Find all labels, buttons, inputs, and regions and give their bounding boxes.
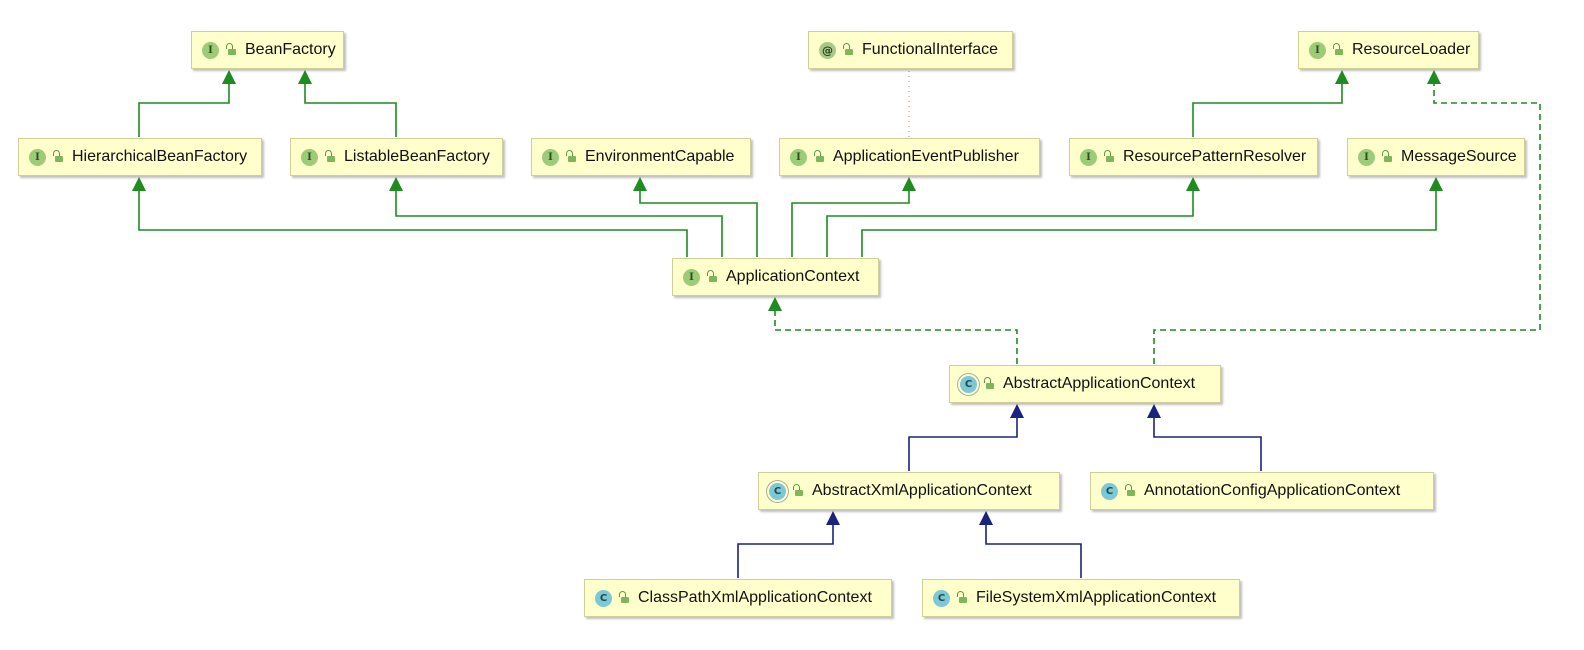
- class-node-hierarchical-bean-factory[interactable]: I HierarchicalBeanFactory: [18, 138, 262, 176]
- public-visibility-icon: [842, 43, 854, 57]
- public-visibility-icon: [324, 150, 336, 164]
- public-visibility-icon: [706, 270, 718, 284]
- class-node-label: ApplicationContext: [726, 268, 860, 285]
- arrowhead: [1186, 177, 1200, 191]
- class-node-label: ResourceLoader: [1352, 41, 1471, 58]
- interface-kind-icon: I: [683, 268, 700, 286]
- public-visibility-icon: [1381, 150, 1393, 164]
- arrowhead: [298, 70, 312, 84]
- class-node-application-context[interactable]: I ApplicationContext: [672, 258, 879, 296]
- arrowhead: [1147, 404, 1161, 418]
- public-visibility-icon: [792, 484, 804, 498]
- public-visibility-icon: [956, 591, 968, 605]
- class-node-label: EnvironmentCapable: [585, 148, 735, 165]
- edge-file-system-xml-application-context-to-abstract-xml-application-context: [979, 511, 1082, 578]
- class-node-message-source[interactable]: I MessageSource: [1347, 138, 1525, 176]
- public-visibility-icon: [1103, 150, 1115, 164]
- annotation-kind-icon: @: [819, 41, 836, 59]
- class-kind-icon: C: [595, 589, 612, 607]
- public-visibility-icon: [1332, 43, 1344, 57]
- interface-kind-icon: I: [790, 148, 807, 166]
- class-node-class-path-xml-application-context[interactable]: C ClassPathXmlApplicationContext: [584, 579, 892, 617]
- class-node-label: BeanFactory: [245, 41, 336, 58]
- class-node-environment-capable[interactable]: I EnvironmentCapable: [531, 138, 751, 176]
- arrowhead: [1010, 404, 1024, 418]
- edge-application-context-to-environment-capable: [633, 177, 758, 257]
- class-node-functional-interface[interactable]: @ FunctionalInterface: [808, 31, 1013, 69]
- class-node-label: AnnotationConfigApplicationContext: [1144, 482, 1401, 499]
- class-kind-icon: C: [1101, 482, 1118, 500]
- public-visibility-icon: [618, 591, 630, 605]
- interface-kind-icon: I: [29, 148, 46, 166]
- arrowhead: [826, 511, 840, 525]
- arrowhead: [1335, 70, 1349, 84]
- class-node-annotation-config-application-context[interactable]: C AnnotationConfigApplicationContext: [1090, 472, 1434, 510]
- edge-listable-bean-factory-to-bean-factory: [298, 70, 397, 137]
- public-visibility-icon: [1124, 484, 1136, 498]
- public-visibility-icon: [813, 150, 825, 164]
- edge-annotation-config-application-context-to-abstract-application-context: [1147, 404, 1262, 471]
- edge-application-context-to-resource-pattern-resolver: [826, 177, 1200, 257]
- edge-class-path-xml-application-context-to-abstract-xml-application-context: [737, 511, 840, 578]
- public-visibility-icon: [983, 377, 995, 391]
- arrowhead: [389, 177, 403, 191]
- class-node-bean-factory[interactable]: I BeanFactory: [191, 31, 344, 69]
- class-node-abstract-xml-application-context[interactable]: C AbstractXmlApplicationContext: [758, 472, 1060, 510]
- class-node-label: MessageSource: [1401, 148, 1517, 165]
- arrowhead: [1429, 177, 1443, 191]
- arrowhead: [768, 297, 782, 311]
- class-node-label: ResourcePatternResolver: [1123, 148, 1307, 165]
- abstract-kind-icon: C: [769, 482, 786, 500]
- public-visibility-icon: [225, 43, 237, 57]
- class-node-label: ListableBeanFactory: [344, 148, 490, 165]
- interface-kind-icon: I: [1309, 41, 1326, 59]
- edge-abstract-application-context-to-application-context: [768, 297, 1018, 364]
- edge-application-context-to-hierarchical-bean-factory: [132, 177, 688, 257]
- interface-kind-icon: I: [301, 148, 318, 166]
- arrowhead: [222, 70, 236, 84]
- class-node-label: FileSystemXmlApplicationContext: [976, 589, 1217, 606]
- interface-kind-icon: I: [1080, 148, 1097, 166]
- class-node-listable-bean-factory[interactable]: I ListableBeanFactory: [290, 138, 503, 176]
- arrowhead: [902, 177, 916, 191]
- arrowhead: [633, 177, 647, 191]
- class-node-label: AbstractApplicationContext: [1003, 375, 1196, 392]
- arrowhead: [979, 511, 993, 525]
- edge-application-context-to-message-source: [861, 177, 1443, 257]
- edge-abstract-xml-application-context-to-abstract-application-context: [908, 404, 1024, 471]
- interface-kind-icon: I: [542, 148, 559, 166]
- class-node-label: FunctionalInterface: [862, 41, 999, 58]
- class-node-file-system-xml-application-context[interactable]: C FileSystemXmlApplicationContext: [922, 579, 1240, 617]
- public-visibility-icon: [52, 150, 64, 164]
- class-node-application-event-publisher[interactable]: I ApplicationEventPublisher: [779, 138, 1040, 176]
- abstract-kind-icon: C: [960, 375, 977, 393]
- edge-application-context-to-application-event-publisher: [791, 177, 916, 257]
- arrowhead: [1427, 70, 1441, 84]
- edge-abstract-application-context-to-resource-loader: [1153, 70, 1541, 364]
- class-node-label: ApplicationEventPublisher: [833, 148, 1019, 165]
- interface-kind-icon: I: [1358, 148, 1375, 166]
- class-node-resource-pattern-resolver[interactable]: I ResourcePatternResolver: [1069, 138, 1318, 176]
- edge-application-context-to-listable-bean-factory: [389, 177, 723, 257]
- public-visibility-icon: [565, 150, 577, 164]
- class-node-label: ClassPathXmlApplicationContext: [638, 589, 872, 606]
- arrowhead: [132, 177, 146, 191]
- class-node-label: HierarchicalBeanFactory: [72, 148, 248, 165]
- edge-resource-pattern-resolver-to-resource-loader: [1192, 70, 1349, 137]
- class-kind-icon: C: [933, 589, 950, 607]
- edge-hierarchical-bean-factory-to-bean-factory: [138, 70, 236, 137]
- interface-kind-icon: I: [202, 41, 219, 59]
- class-node-resource-loader[interactable]: I ResourceLoader: [1298, 31, 1479, 69]
- class-node-abstract-application-context[interactable]: C AbstractApplicationContext: [949, 365, 1221, 403]
- class-node-label: AbstractXmlApplicationContext: [812, 482, 1032, 499]
